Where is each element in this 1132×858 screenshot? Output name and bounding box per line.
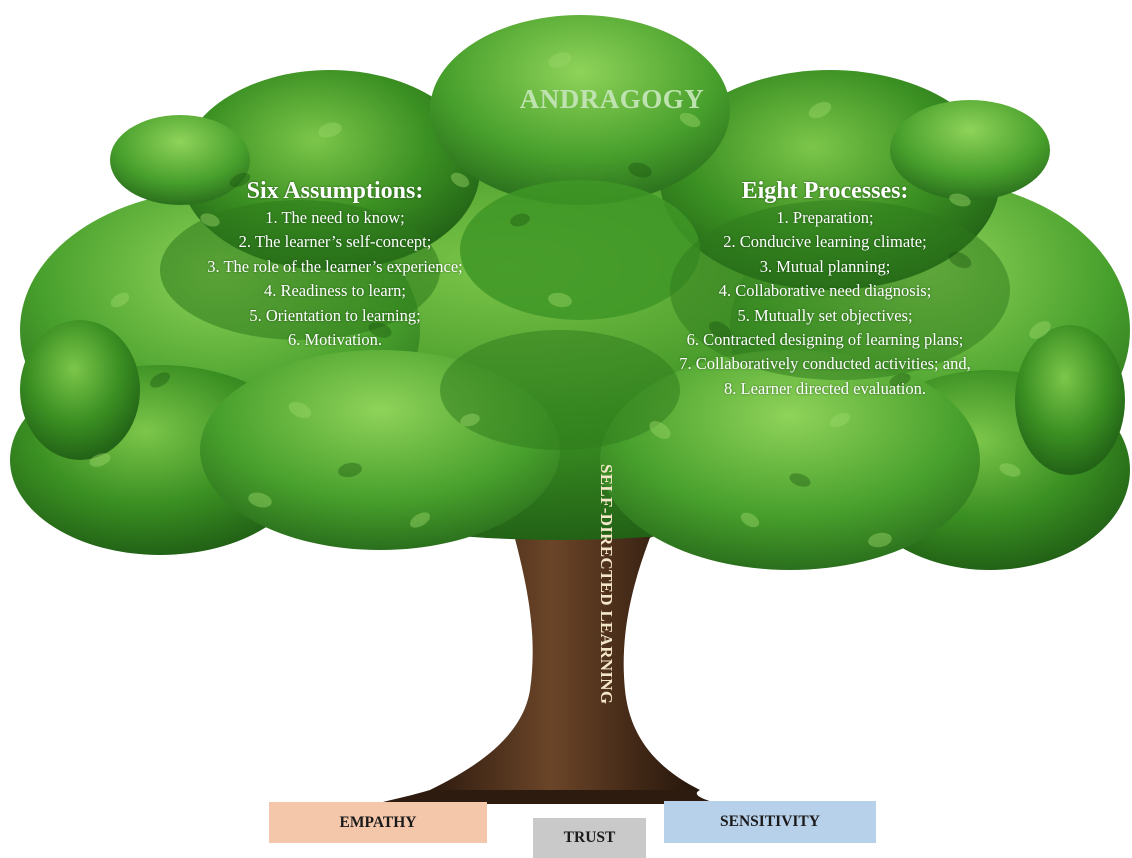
six-assumptions-column: Six Assumptions: 1. The need to know; 2.… (150, 176, 520, 352)
process-item: 4. Collaborative need diagnosis; (718, 281, 932, 301)
leaf-shadows (150, 162, 972, 487)
assumption-item: 4. Readiness to learn; (263, 281, 407, 301)
process-item: 2. Conducive learning climate; (723, 232, 927, 252)
process-item: 1. Preparation; (776, 208, 874, 227)
process-item: 6. Contracted designing of learning plan… (686, 330, 964, 350)
tree-foliage (10, 15, 1130, 570)
eight-processes-column: Eight Processes: 1. Preparation; 2. Cond… (620, 176, 1030, 401)
assumption-item: 1. The need to know; (265, 208, 405, 227)
eight-processes-heading: Eight Processes: (741, 178, 909, 204)
six-assumptions-heading: Six Assumptions: (246, 178, 424, 204)
process-item: 8. Learner directed evaluation. (723, 378, 927, 398)
sensitivity-root-box: SENSITIVITY (664, 801, 876, 843)
assumption-item: 6. Motivation. (288, 330, 382, 350)
empathy-root-box: EMPATHY (269, 802, 487, 843)
leaf-texture (89, 52, 1051, 548)
trust-root-box: TRUST (533, 818, 646, 858)
assumption-item: 2. The learner’s self-concept; (238, 232, 432, 252)
process-item: 5. Mutually set objectives; (737, 305, 913, 325)
diagram-title: ANDRAGOGY (519, 84, 705, 114)
process-item: 7. Collaboratively conducted activities;… (679, 354, 971, 374)
assumption-item: 3. The role of the learner’s experience; (207, 256, 463, 276)
assumption-item: 5. Orientation to learning; (249, 305, 421, 325)
process-item: 3. Mutual planning; (759, 256, 891, 276)
trunk-label: SELF-DIRECTED LEARNING (597, 464, 616, 705)
